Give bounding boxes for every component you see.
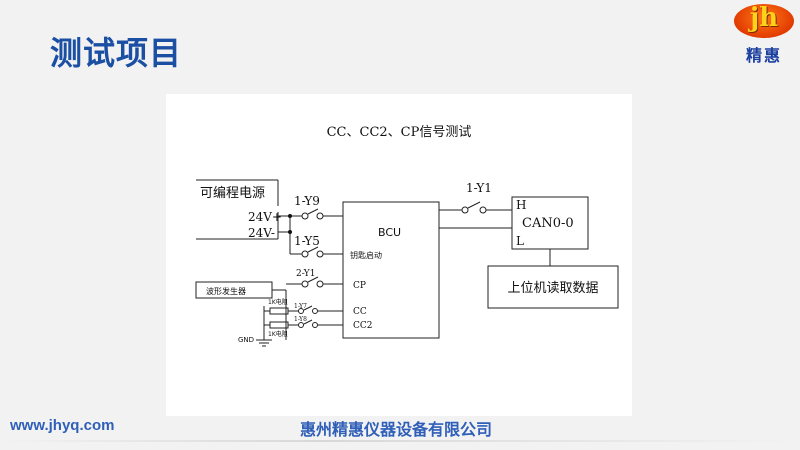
logo-oval (734, 4, 794, 38)
page-title: 测试项目 (50, 34, 183, 72)
wave-generator-label: 波形发生器 (206, 286, 246, 296)
switch-1y8-label: 1-Y8 (294, 316, 307, 323)
reader-label: 上位机读取数据 (507, 281, 598, 296)
switch-1y9-label: 1-Y9 (294, 194, 320, 208)
bcu-label: BCU (378, 226, 401, 239)
diagram-panel: CC、CC2、CP信号测试 可编程电源 24V+ 24V- 1-Y9 1-Y5 … (166, 94, 632, 416)
gnd-label: GND (238, 336, 254, 344)
can-h-label: H (516, 198, 526, 212)
can-name-label: CAN0-0 (522, 216, 574, 231)
switch-1y1-label: 1-Y1 (466, 181, 492, 195)
v-minus-label: 24V- (248, 226, 275, 240)
switch-1y7-label: 1-Y7 (294, 303, 307, 310)
diagram-title: CC、CC2、CP信号测试 (327, 125, 472, 140)
junction-dot (288, 214, 292, 218)
cc2-pin-label: CC2 (353, 321, 373, 331)
cp-pin-label: CP (353, 281, 366, 291)
logo-name: 精惠 (745, 46, 782, 65)
resistor-bottom-label: 1K电阻 (268, 330, 288, 338)
cc-pin-label: CC (353, 307, 367, 317)
v-plus-label: 24V+ (248, 210, 282, 224)
power-supply-label: 可编程电源 (200, 186, 265, 201)
website-link[interactable]: www.jhyq.com (10, 417, 115, 434)
logo-letters: jh (749, 3, 779, 33)
key-start-label: 钥匙启动 (350, 250, 382, 260)
company-name: 惠州精惠仪器设备有限公司 (300, 420, 493, 439)
company-logo: jh 精惠 (732, 2, 796, 66)
resistor-top-label: 1K电阻 (268, 298, 288, 306)
switch-1y5-label: 1-Y5 (294, 234, 320, 248)
can-l-label: L (516, 234, 524, 248)
junction-dot (288, 230, 292, 234)
bottom-divider (0, 440, 800, 442)
switch-2y1-label: 2-Y1 (296, 269, 315, 279)
circuit-diagram: CC、CC2、CP信号测试 可编程电源 24V+ 24V- 1-Y9 1-Y5 … (195, 125, 619, 347)
